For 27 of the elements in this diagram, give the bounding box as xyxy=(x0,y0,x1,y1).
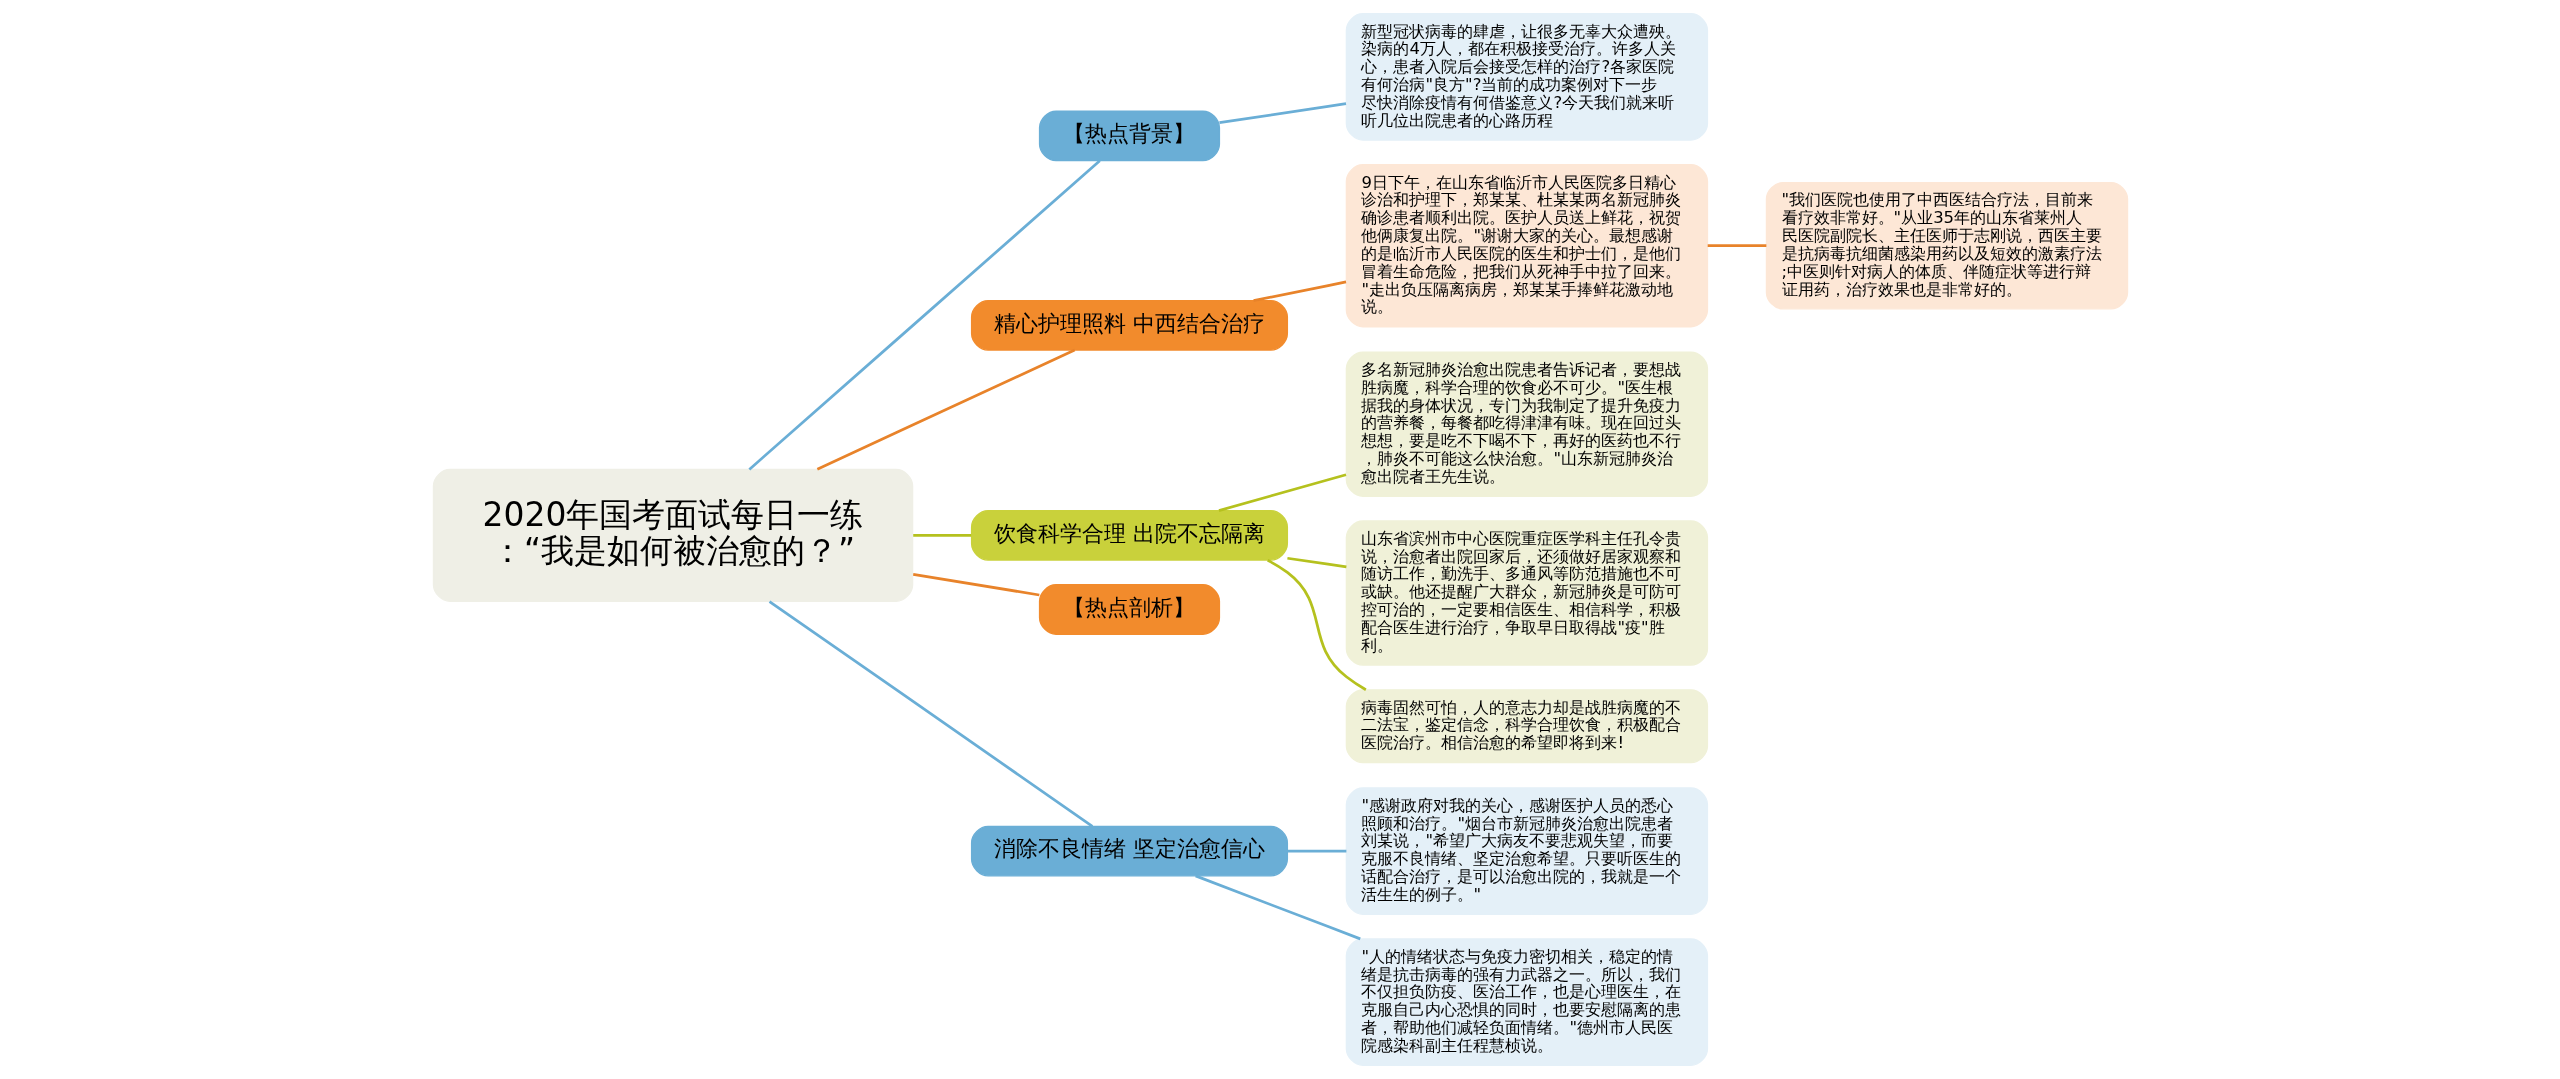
node-box: 多名新冠肺炎治愈出院患者告诉记者，要想战胜病魔，科学合理的饮食必不可少。"医生根据我的身体状况，专门为我制定了提升免疫力的营养餐，每餐都吃得津津有味。现在回过头想想，要是吃不下喝不下，再好的医药也不行，肺炎不可能这么快治愈。"山东新冠肺炎治愈出院者王先生说。 xyxy=(1345,351,1708,497)
node-box: 9日下午，在山东省临沂市人民医院多日精心诊治和护理下，郑某某、杜某某两名新冠肺炎确诊患者顺利出院。医护人员送上鲜花，祝贺他俩康复出院。"谢谢大家的关心。最想感谢的是临沂市人民医院的医生和护士们，是他们冒着生命危险，把我们从死神手中拉了回来。"走出负压隔离病房，郑某某手捧鲜花激动地说。 xyxy=(1345,164,1708,328)
node-box: 病毒固然可怕，人的意志力却是战胜病魔的不二法宝，鉴定信念，科学合理饮食，积极配合医院治疗。相信治愈的希望即将到来! xyxy=(1345,689,1708,764)
connector xyxy=(1194,874,1361,941)
connector xyxy=(1252,280,1346,302)
node-box: 消除不良情绪 坚定治愈信心 xyxy=(970,825,1288,877)
node-box: 【热点剖析】 xyxy=(1038,584,1220,635)
connector xyxy=(747,159,1101,471)
node-box: 新型冠状病毒的肆虐，让很多无辜大众遭殃。染病的4万人，都在积极接受治疗。许多人关心，患者入院后会接受怎样的治疗?各家医院有何治病"良方"?当前的成功案例对下一步尽快消除疫情有何借鉴意义?今天我们就来听听几位出院患者的心路历程 xyxy=(1345,13,1708,141)
node-box: 山东省滨州市中心医院重症医学科主任孔令贵说，治愈者出院回家后，还须做好居家观察和随访工作，勤洗手、多通风等防范措施也不可或缺。他还提醒广大群众，新冠肺炎是可防可控可治的，一定要相信医生、相信科学，积极配合医生进行治疗，争取早日取得战"疫"胜利。 xyxy=(1345,520,1708,666)
node-box: "人的情绪状态与免疫力密切相关，稳定的情绪是抗击病毒的强有力武器之一。所以，我们不仅担负防疫、医治工作，也是心理医生，在克服自己内心恐惧的同时，也要安慰隔离的患者，帮助他们减轻负面情绪。"德州市人民医院感染科副主任程慧桢说。 xyxy=(1345,938,1708,1066)
node-box: 饮食科学合理 出院不忘隔离 xyxy=(970,510,1288,561)
connector xyxy=(1286,849,1346,853)
connector xyxy=(1218,102,1346,124)
node-box: 2020年国考面试每日一练：“我是如何被治愈的？” xyxy=(432,468,913,602)
node-box: "感谢政府对我的关心，感谢医护人员的悉心照顾和治疗。"烟台市新冠肺炎治愈出院患者刘某说，"希望广大病友不要悲观失望，而要克服不良情绪、坚定治愈希望。只要听医生的话配合治疗，是可以治愈出院的，我就是一个活生生的例子。" xyxy=(1345,787,1708,915)
connector xyxy=(768,600,1093,828)
connector xyxy=(816,348,1075,471)
node-box: 【热点背景】 xyxy=(1038,110,1220,162)
node-box: "我们医院也使用了中西医结合疗法，目前来看疗效非常好。"从业35年的山东省莱州人民医院副院长、主任医师于志刚说，西医主要是抗病毒抗细菌感染用药以及短效的激素疗法;中医则针对病人的体质、伴随症状等进行辩证用药，治疗效果也是非常好的。 xyxy=(1765,181,2128,310)
connector xyxy=(912,573,1040,597)
connector xyxy=(1707,244,1766,248)
node-box: 精心护理照料 中西结合治疗 xyxy=(970,299,1288,351)
connector xyxy=(1266,559,1367,691)
connector xyxy=(912,534,971,537)
connector xyxy=(1286,556,1347,569)
connector xyxy=(1218,473,1346,512)
